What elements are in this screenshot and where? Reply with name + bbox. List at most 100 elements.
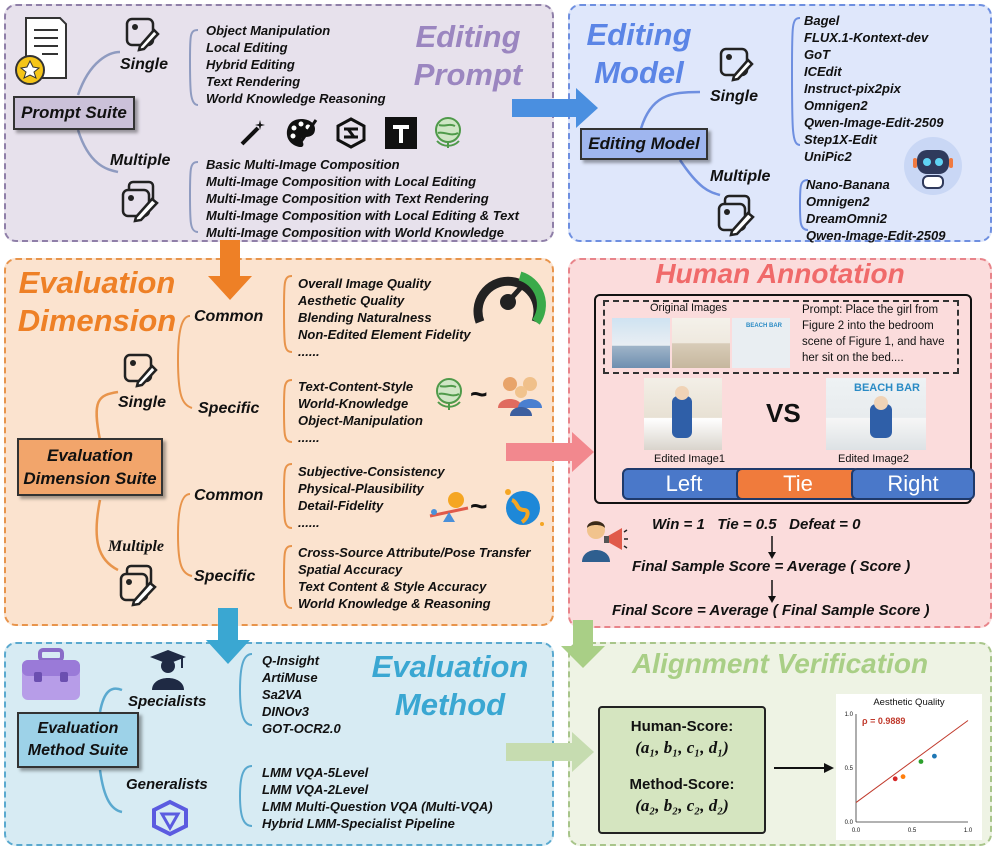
method-score-label: Method-Score:	[629, 776, 735, 793]
list-item: Multi-Image Composition with World Knowl…	[206, 225, 505, 240]
list-item: Cross-Source Attribute/Pose Transfer	[298, 545, 531, 560]
globe-icon	[431, 115, 465, 149]
toolbox-icon	[20, 648, 82, 704]
text-t-icon	[385, 117, 417, 149]
specialists-label: Specialists	[128, 693, 207, 710]
arrow-dimension-to-method	[206, 608, 250, 664]
right-button[interactable]: Right	[851, 468, 975, 500]
list-item: Object-Manipulation	[298, 413, 423, 428]
multiple-common-list: Subjective-Consistency Physical-Plausibi…	[298, 463, 445, 531]
edited-image-1-caption: Edited Image1	[654, 453, 725, 465]
graduate-icon	[148, 648, 188, 690]
list-item: World Knowledge Reasoning	[206, 91, 386, 106]
list-item: LMM Multi-Question VQA (Multi-VQA)	[262, 799, 493, 814]
list-item: UniPic2	[804, 149, 852, 164]
list-item: Subjective-Consistency	[298, 464, 445, 479]
list-item: Bagel	[804, 13, 840, 28]
single-specific-label: Specific	[198, 400, 260, 417]
list-item: Hybrid Editing	[206, 57, 295, 72]
left-button[interactable]: Left	[622, 468, 746, 500]
list-item: Overall Image Quality	[298, 276, 431, 291]
beach-bar-sign: BEACH BAR	[854, 382, 920, 394]
chart-annotation: ρ = 0.9889	[862, 716, 906, 726]
list-item: Sa2VA	[262, 687, 303, 702]
robot-icon	[903, 136, 963, 196]
multiple-specific-label: Specific	[194, 568, 256, 585]
model-single-label: Single	[710, 88, 759, 105]
list-item: ......	[298, 430, 320, 445]
single-edit-icon	[122, 352, 158, 388]
list-item: Omnigen2	[806, 194, 870, 209]
list-item: Multi-Image Composition with Local Editi…	[206, 174, 477, 189]
original-image-3: BEACH BAR	[732, 318, 790, 368]
multiple-common-label: Common	[194, 487, 264, 504]
single-common-label: Common	[194, 308, 264, 325]
final-sample-score: Final Sample Score = Average ( Score )	[632, 558, 911, 575]
alignment-verification-title: Alignment Verification	[631, 648, 929, 679]
list-item: ......	[298, 515, 320, 530]
list-item: ......	[298, 344, 320, 359]
list-item: Step1X-Edit	[804, 132, 877, 147]
edited-image-left	[644, 378, 722, 450]
x-tick-label: 1.0	[964, 828, 973, 834]
list-item: Basic Multi-Image Composition	[206, 157, 400, 172]
model-single-list: Bagel FLUX.1-Kontext-dev GoT ICEdit Inst…	[804, 12, 943, 165]
prompt-multiple-label: Multiple	[110, 152, 171, 169]
people-icon	[496, 374, 546, 416]
single-common-list: Overall Image Quality Aesthetic Quality …	[298, 275, 471, 360]
list-item: Physical-Plausibility	[298, 481, 424, 496]
list-item: Qwen-Image-Edit-2509	[804, 115, 944, 130]
human-annotation-title: Human Annotation	[655, 258, 905, 289]
prompt-single-label: Single	[120, 56, 169, 73]
generalists-list: LMM VQA-5Level LMM VQA-2Level LMM Multi-…	[262, 764, 493, 832]
arrow-dimension-to-annotation	[506, 432, 594, 472]
list-item: Instruct-pix2pix	[804, 81, 901, 96]
arrow-prompt-to-model	[512, 88, 598, 128]
data-point	[900, 774, 906, 780]
magic-wand-icon	[238, 118, 268, 148]
multiple-edit-icon	[118, 564, 160, 607]
dimension-multiple-label: Multiple	[108, 538, 165, 555]
prompt-text: Prompt: Place the girl from Figure 2 int…	[802, 304, 945, 364]
x-tick-label: 0.0	[852, 828, 861, 834]
tilde-symbol: ~	[470, 490, 488, 523]
generalist-logo-icon	[150, 799, 190, 837]
list-item: ArtiMuse	[262, 670, 318, 685]
tilde-symbol: ~	[470, 378, 488, 411]
generalists-label: Generalists	[126, 776, 208, 793]
arrow-method-to-alignment	[506, 732, 594, 772]
specialists-list: Q-Insight ArtiMuse Sa2VA DINOv3 GOT-OCR2…	[262, 652, 341, 737]
list-item: LMM VQA-2Level	[262, 782, 369, 797]
planet-icon	[498, 486, 548, 530]
list-item: Nano-Banana	[806, 177, 890, 192]
palette-icon	[284, 116, 318, 150]
list-item: Multi-Image Composition with Text Render…	[206, 191, 489, 206]
arrow-prompt-to-dimension	[208, 240, 252, 300]
shapes-icon	[334, 116, 368, 150]
list-item: Aesthetic Quality	[298, 293, 405, 308]
final-score: Final Score = Average ( Final Sample Sco…	[612, 602, 930, 619]
data-point	[918, 759, 924, 764]
y-tick-label: 0.0	[845, 820, 854, 826]
globe-icon	[432, 376, 466, 412]
gauge-icon	[470, 264, 546, 334]
list-item: GoT	[804, 47, 830, 62]
y-tick-label: 1.0	[845, 712, 854, 718]
list-item: Text Content & Style Accuracy	[298, 579, 487, 594]
multiple-edit-icon	[120, 180, 162, 223]
tie-button[interactable]: Tie	[736, 468, 860, 500]
human-score-label: Human-Score:	[630, 718, 734, 735]
